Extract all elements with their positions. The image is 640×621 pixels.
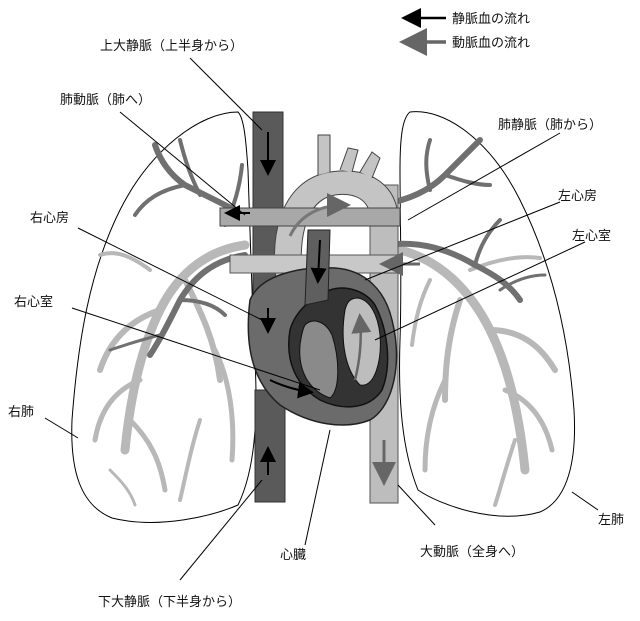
left-lung: [399, 111, 575, 517]
legend: 静脈血の流れ 動脈血の流れ: [399, 8, 530, 56]
label-left-ventricle: 左心室: [572, 228, 611, 244]
label-inferior-vena-cava: 下大静脈（下半身から）: [98, 594, 241, 610]
pulmonary-artery-rise: [304, 229, 331, 306]
legend-venous: 静脈血の流れ: [452, 12, 530, 27]
right-lung: [71, 111, 257, 523]
label-superior-vena-cava: 上大静脈（上半身から）: [100, 38, 243, 54]
label-pulmonary-artery: 肺動脈（肺へ）: [60, 93, 151, 108]
label-right-atrium: 右心房: [30, 210, 69, 226]
flow-arrows: [224, 132, 420, 486]
aortic-branches: [317, 134, 381, 179]
label-heart: 心臓: [280, 548, 306, 563]
left-lung-vessels-dark: [377, 137, 547, 303]
legend-arterial: 動脈血の流れ: [452, 36, 530, 51]
label-left-atrium: 左心房: [558, 188, 597, 204]
label-pulmonary-vein: 肺静脈（肺から）: [498, 118, 602, 133]
left-lung-vessels: [395, 245, 558, 507]
leader-lines: [44, 57, 599, 581]
label-left-lung: 左肺: [598, 513, 624, 528]
pulmonary-trunk: [219, 207, 401, 227]
label-aorta: 大動脈（全身へ）: [420, 544, 524, 560]
label-right-lung: 右肺: [8, 405, 34, 420]
label-right-ventricle: 右心室: [14, 294, 53, 310]
inferior-vena-cava: [254, 389, 286, 503]
